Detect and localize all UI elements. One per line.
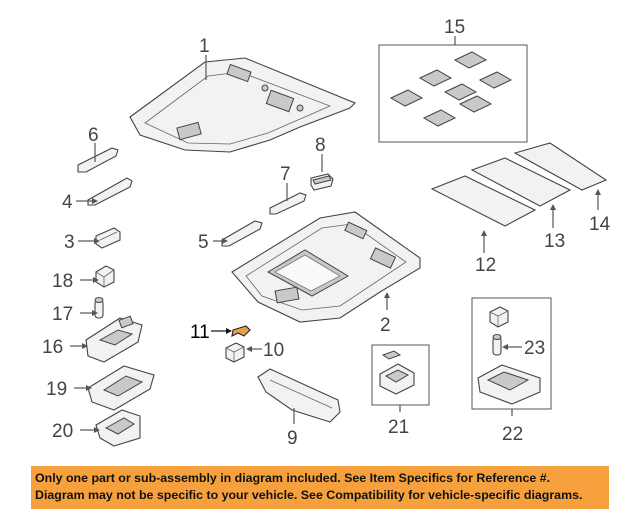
part-7-trim	[269, 192, 307, 215]
part-16-lamp-assembly	[85, 315, 143, 363]
callout-10: 10	[263, 340, 284, 361]
part-8-clip	[310, 173, 334, 191]
part-22-kit	[471, 297, 552, 410]
callout-9: 9	[287, 428, 298, 449]
disclaimer-line-1: Only one part or sub-assembly in diagram…	[35, 471, 551, 485]
callout-4: 4	[62, 192, 73, 213]
disclaimer-line-2: Diagram may not be specific to your vehi…	[35, 488, 583, 502]
part-17-bulb	[94, 297, 104, 319]
callout-7: 7	[280, 164, 291, 185]
callout-11: 11	[190, 322, 210, 343]
part-18-clip	[95, 265, 115, 288]
part-3-hook	[95, 227, 121, 249]
callout-2: 2	[380, 315, 391, 336]
callout-21: 21	[388, 417, 409, 438]
part-13-panel	[470, 157, 572, 207]
callout-1: 1	[199, 36, 210, 57]
callout-13: 13	[544, 231, 565, 252]
part-14-panel	[513, 142, 608, 191]
part-20-cover	[95, 409, 141, 447]
part-21-kit	[371, 344, 430, 406]
callout-12: 12	[475, 255, 496, 276]
part-1-headliner	[129, 57, 356, 153]
callout-3: 3	[64, 232, 75, 253]
callout-20: 20	[52, 421, 73, 442]
part-10-clip	[225, 342, 245, 363]
disclaimer-banner: Only one part or sub-assembly in diagram…	[31, 466, 609, 509]
parts-diagram: 1 15 6 4 3 18 17	[42, 17, 611, 449]
part-4-trim	[87, 177, 133, 206]
callout-23: 23	[524, 338, 545, 359]
part-6-trim	[77, 147, 119, 173]
part-9-visor	[257, 368, 341, 423]
callout-19: 19	[46, 379, 67, 400]
callout-16: 16	[42, 337, 63, 358]
callout-6: 6	[88, 125, 99, 146]
callout-15: 15	[444, 17, 465, 38]
callout-8: 8	[315, 135, 326, 156]
part-19-lens	[87, 365, 155, 411]
callout-5: 5	[198, 232, 209, 253]
part-11-bracket	[231, 325, 251, 337]
part-15-kit	[378, 44, 528, 143]
callout-14: 14	[589, 214, 611, 235]
part-12-panel	[430, 175, 537, 227]
callout-22: 22	[502, 424, 523, 445]
callout-17: 17	[52, 304, 73, 325]
part-5-trim	[221, 220, 263, 247]
part-2-headliner-sunroof	[231, 211, 421, 323]
callout-18: 18	[52, 271, 73, 292]
